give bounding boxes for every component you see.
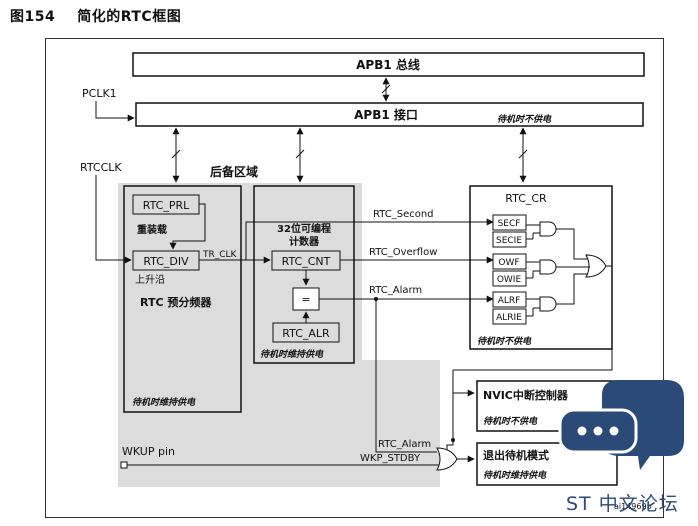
apb1-interface-box bbox=[135, 102, 644, 127]
rtc-alr-label: RTC_ALR bbox=[282, 327, 330, 340]
prescaler-label: RTC 预分频器 bbox=[140, 295, 212, 309]
counter-title-line1: 32位可编程 bbox=[277, 222, 331, 235]
figure-number: 图154 bbox=[10, 9, 56, 25]
rtc-cr-label: RTC_CR bbox=[505, 192, 547, 205]
counter-note: 待机时维持供电 bbox=[260, 349, 324, 360]
apb1-interface-note: 待机时不供电 bbox=[497, 114, 552, 125]
watermark-logo-icon bbox=[558, 380, 684, 470]
rtc-second-signal: RTC_Second bbox=[373, 209, 434, 220]
wkup-pin bbox=[120, 461, 128, 469]
svg-text:SECIE: SECIE bbox=[496, 236, 522, 246]
prescaler-block bbox=[123, 185, 242, 413]
comparator-label: = bbox=[301, 293, 310, 306]
and-gate-alarm bbox=[539, 296, 557, 312]
apb1-bus-box bbox=[132, 52, 645, 77]
apb1-bus-label: APB1 总线 bbox=[356, 57, 420, 72]
rtc-alarm-signal-2: RTC_Alarm bbox=[378, 439, 431, 450]
reload-label: 重装载 bbox=[137, 223, 167, 236]
watermark-text: ST 中文论坛 bbox=[566, 493, 679, 515]
and-gate-second bbox=[539, 221, 557, 237]
nvic-label: NVIC中断控制器 bbox=[483, 388, 569, 402]
rtc-alr-register bbox=[272, 322, 340, 343]
svg-text:OWF: OWF bbox=[498, 258, 519, 268]
rtc-div-label: RTC_DIV bbox=[143, 255, 189, 268]
counter-title-line2: 计数器 bbox=[289, 235, 320, 248]
diagram-frame bbox=[45, 38, 664, 518]
counter-block bbox=[253, 185, 355, 364]
exit-standby-note: 待机时维持供电 bbox=[483, 470, 547, 481]
figure-title: 简化的RTC框图 bbox=[77, 9, 182, 25]
svg-text:SECF: SECF bbox=[498, 219, 521, 229]
rtc-alarm-signal: RTC_Alarm bbox=[369, 285, 422, 296]
exit-standby-label: 退出待机模式 bbox=[483, 448, 549, 462]
prescaler-note: 待机时维持供电 bbox=[132, 397, 196, 408]
figure-caption: 图154 简化的RTC框图 bbox=[10, 6, 181, 26]
rising-edge-label: 上升沿 bbox=[135, 274, 165, 286]
or-gate-wakeup bbox=[436, 447, 458, 471]
svg-text:ALRIE: ALRIE bbox=[496, 313, 522, 323]
nvic-note: 待机时不供电 bbox=[483, 416, 538, 427]
wkup-pin-label: WKUP pin bbox=[122, 445, 175, 458]
wkp-stdby-signal: WKP_STDBY bbox=[360, 453, 421, 464]
document-id: ai14969b bbox=[614, 502, 652, 511]
tr-clk-label: TR_CLK bbox=[202, 250, 238, 260]
rtc-cnt-label: RTC_CNT bbox=[282, 255, 331, 268]
svg-text:OWIE: OWIE bbox=[497, 275, 522, 285]
rtc-overflow-signal: RTC_Overflow bbox=[369, 247, 437, 258]
rtc-prl-label: RTC_PRL bbox=[143, 199, 190, 212]
flag-secf bbox=[492, 214, 527, 231]
pclk1-label: PCLK1 bbox=[82, 87, 117, 100]
or-gate bbox=[585, 254, 607, 278]
backup-domain-label: 后备区域 bbox=[210, 164, 258, 179]
rtcclk-label: RTCCLK bbox=[80, 161, 122, 174]
rtc-cr-note: 待机时不供电 bbox=[477, 336, 532, 347]
and-gate-overflow bbox=[539, 259, 557, 275]
apb1-interface-label: APB1 接口 bbox=[354, 107, 418, 122]
svg-text:ALRF: ALRF bbox=[498, 296, 521, 306]
